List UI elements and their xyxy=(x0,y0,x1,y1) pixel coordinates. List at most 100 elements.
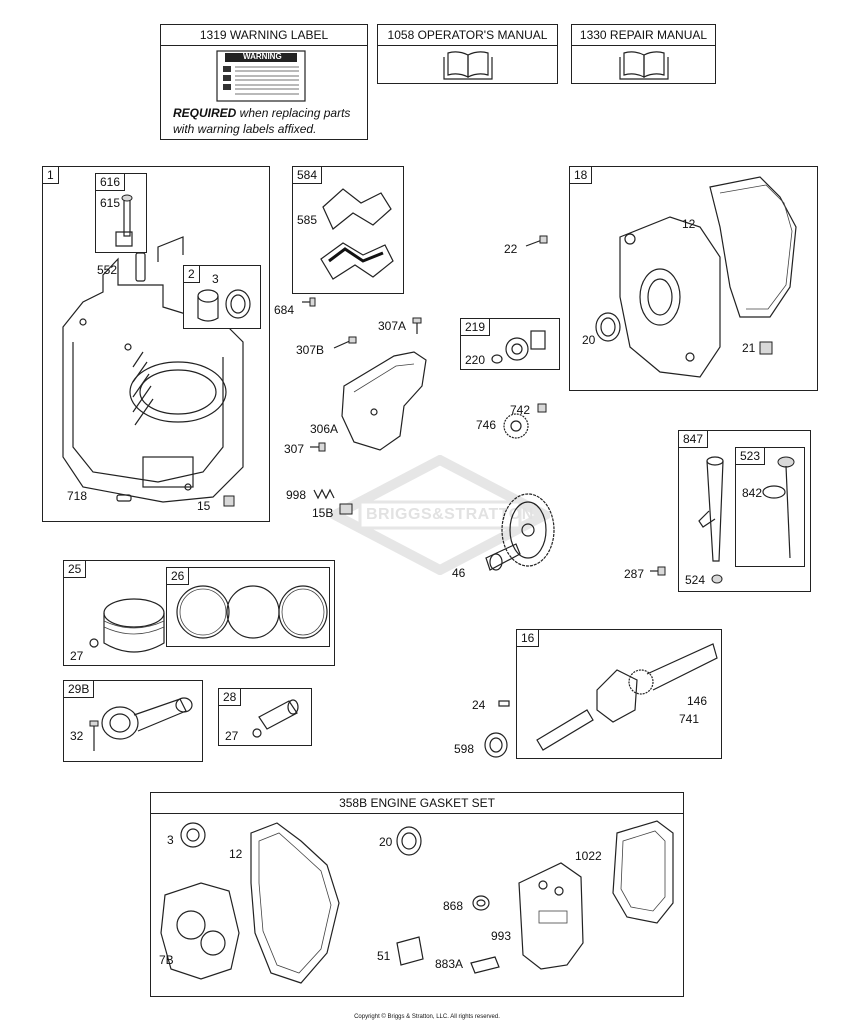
warning-label-box: 1319 WARNING LABEL WARNING REQUIRED when… xyxy=(160,24,368,140)
gasket-set-drawing xyxy=(160,820,674,984)
gasket-part-1022-label: 1022 xyxy=(575,849,602,863)
screw-307a-drawing xyxy=(412,317,422,334)
piston-pin-drawing xyxy=(252,699,299,738)
group-16-label: 16 xyxy=(517,630,540,647)
gasket-part-868-label: 868 xyxy=(443,899,464,913)
group-25-label: 25 xyxy=(64,561,87,578)
connecting-rod-drawing xyxy=(89,697,193,751)
part-307-label: 307 xyxy=(284,442,305,456)
part-32-label: 32 xyxy=(70,729,84,743)
part-27-label: 27 xyxy=(70,649,84,663)
screw-287-drawing xyxy=(650,566,666,576)
plug-drawing xyxy=(223,495,235,507)
sleeve-and-seal-drawing xyxy=(197,289,251,322)
gasket-part-12-label: 12 xyxy=(229,847,243,861)
group-219-governor: 219 220 xyxy=(460,318,560,370)
breather-tube-drawing xyxy=(115,194,133,247)
screw-22-drawing xyxy=(525,235,548,247)
gasket-part-20-label: 20 xyxy=(379,835,393,849)
part-615-label: 615 xyxy=(100,196,121,210)
required-rest: when replacing parts xyxy=(236,106,351,120)
operators-manual-title: 1058 OPERATOR'S MANUAL xyxy=(378,25,557,46)
group-847-label: 847 xyxy=(679,431,709,448)
crankcase-drawing xyxy=(62,236,244,503)
group-28-label: 28 xyxy=(219,689,242,706)
group-584-breather: 584 585 xyxy=(292,166,404,294)
group-1-crankcase: 1 616 615 552 2 3 718 xyxy=(42,166,270,522)
group-219-label: 219 xyxy=(461,319,491,336)
part-598-label: 598 xyxy=(454,742,475,756)
group-25-piston: 25 27 26 xyxy=(63,560,335,666)
gasket-part-993-label: 993 xyxy=(491,929,512,943)
group-847-dipstick-tube: 847 523 842 524 xyxy=(678,430,811,592)
washer-598-drawing xyxy=(484,732,508,758)
part-220-label: 220 xyxy=(465,353,486,367)
part-146-label: 146 xyxy=(687,694,708,708)
crankshaft-drawing xyxy=(536,643,718,751)
group-2-cylinder-sleeve: 2 3 xyxy=(183,265,261,329)
group-26-piston-rings: 26 xyxy=(166,567,330,647)
part-552-label: 552 xyxy=(97,263,118,277)
part-307a-label: 307A xyxy=(378,319,407,333)
briggs-stratton-watermark-logo xyxy=(330,455,550,575)
breather-cover-drawing xyxy=(320,188,394,280)
dipstick-tube-drawing xyxy=(698,456,724,584)
part-287-label: 287 xyxy=(624,567,645,581)
gear-746-742-drawing xyxy=(503,403,547,439)
group-29b-connecting-rod: 29B 32 xyxy=(63,680,203,762)
part-684-label: 684 xyxy=(274,303,295,317)
part-21-label: 21 xyxy=(742,341,756,355)
part-307b-label: 307B xyxy=(296,343,325,357)
screw-684-drawing xyxy=(302,297,316,307)
copyright-notice: Copyright © Briggs & Stratton, LLC. All … xyxy=(354,1014,500,1020)
part-998-label: 998 xyxy=(286,488,307,502)
part-46-label: 46 xyxy=(452,566,466,580)
group-2-label: 2 xyxy=(184,266,200,283)
crankcase-cover-drawing xyxy=(595,176,797,378)
dipstick-drawing xyxy=(762,456,795,559)
warning-label-title: 1319 WARNING LABEL xyxy=(161,25,367,46)
group-1-label: 1 xyxy=(43,167,59,184)
part-3-label: 3 xyxy=(212,272,219,286)
required-line2: with warning labels affixed. xyxy=(173,122,317,136)
key-24-drawing xyxy=(498,700,510,707)
warning-sticker-text: WARNING xyxy=(243,52,282,61)
screw-307-drawing xyxy=(310,442,326,452)
group-616-breather-tube: 616 615 xyxy=(95,173,147,253)
warning-required-note: REQUIRED when replacing parts with warni… xyxy=(173,105,350,137)
engine-gasket-set-box: 358B ENGINE GASKET SET 3 12 20 1022 868 … xyxy=(150,792,684,997)
group-523-label: 523 xyxy=(736,448,766,465)
group-616-label: 616 xyxy=(96,174,126,191)
blower-housing-drawing xyxy=(341,351,427,451)
repair-manual-title: 1330 REPAIR MANUAL xyxy=(572,25,715,46)
book-icon xyxy=(443,51,493,80)
part-585-label: 585 xyxy=(297,213,318,227)
book-icon xyxy=(619,51,669,80)
group-16-crankshaft: 16 146 741 xyxy=(516,629,722,759)
group-523-dipstick: 523 842 xyxy=(735,447,805,567)
governor-gear-drawing xyxy=(491,330,546,364)
pin-drawing xyxy=(116,494,132,502)
part-12-label: 12 xyxy=(682,217,696,231)
piston-rings-drawing xyxy=(176,585,328,639)
gasket-set-title: 358B ENGINE GASKET SET xyxy=(151,793,683,814)
gasket-part-3-label: 3 xyxy=(167,833,174,847)
dowel-pin-drawing xyxy=(135,252,146,282)
group-28-piston-pin: 28 27 xyxy=(218,688,312,746)
gasket-part-51-label: 51 xyxy=(377,949,391,963)
group-26-label: 26 xyxy=(167,568,190,585)
warning-sticker-icon xyxy=(216,50,306,102)
camshaft-drawing xyxy=(485,493,555,571)
gasket-part-7b-label: 7B xyxy=(159,953,174,967)
part-742-label: 742 xyxy=(510,403,531,417)
part-22-label: 22 xyxy=(504,242,518,256)
group-584-label: 584 xyxy=(293,167,323,184)
part-718-label: 718 xyxy=(67,489,88,503)
operators-manual-box: 1058 OPERATOR'S MANUAL xyxy=(377,24,558,84)
part-15-label: 15 xyxy=(197,499,211,513)
screw-307b-drawing xyxy=(333,336,357,349)
part-746-label: 746 xyxy=(476,418,497,432)
required-word: REQUIRED xyxy=(173,106,237,120)
repair-manual-box: 1330 REPAIR MANUAL xyxy=(571,24,716,84)
part-842-label: 842 xyxy=(742,486,763,500)
